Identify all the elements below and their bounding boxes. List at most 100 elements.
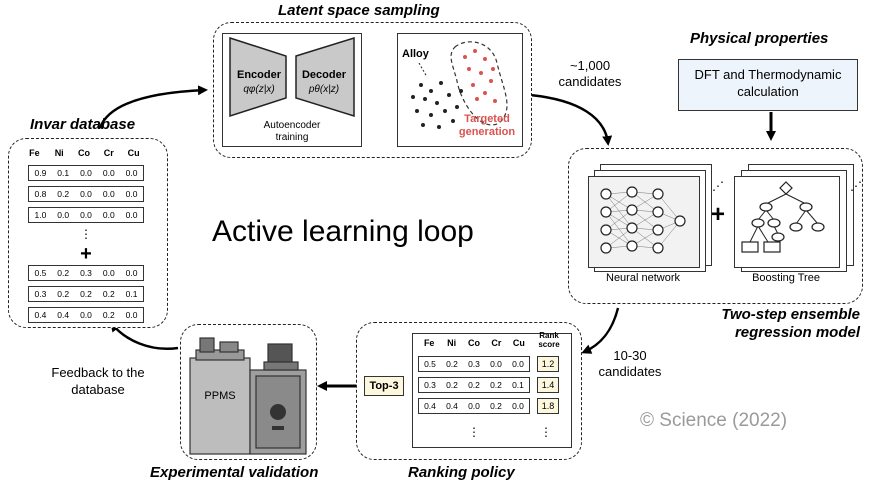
invar-top-cell: 0.0 [102, 168, 115, 178]
bt-ellipsis: ⋰ [850, 179, 862, 193]
latent-panel [213, 22, 532, 158]
invar-top-cell: 0.0 [102, 189, 115, 199]
latent-title: Latent space sampling [278, 2, 440, 19]
invar-top-cell: 0.0 [125, 168, 138, 178]
invar-bottom-cell: 0.3 [34, 289, 47, 299]
autoencoder-diagram [229, 36, 355, 118]
ranking-cell: 0.1 [512, 380, 524, 390]
invar-top-cell: 0.0 [80, 189, 92, 199]
ranking-row: 0.5 0.2 0.3 0.0 0.0 [418, 356, 530, 372]
invar-bottom-cell: 0.4 [34, 310, 47, 320]
decoder-formula: pθ(x|z) [308, 84, 340, 95]
candidates-1000-label: ~1,000 candidates [558, 58, 622, 89]
invar-top-cell: 0.8 [34, 189, 47, 199]
rank-score-cell: 1.8 [537, 398, 559, 414]
invar-top-cell: 1.0 [34, 210, 47, 220]
targeted-generation-label: Targeted generation [458, 113, 516, 138]
invar-bottom-row: 0.3 0.2 0.2 0.2 0.1 [28, 286, 144, 302]
main-title: Active learning loop [212, 215, 474, 248]
invar-bottom-cell: 0.0 [102, 268, 115, 278]
nn-ellipsis: ⋰ [712, 179, 724, 193]
ranking-col-ni: Ni [447, 338, 457, 348]
arrow-experiment-to-db [110, 321, 179, 351]
encoder-label: Encoder [236, 69, 281, 81]
feedback-label: Feedback to the database [51, 365, 145, 397]
invar-col-fe: Fe [29, 148, 40, 158]
invar-bottom-cell: 0.1 [125, 289, 138, 299]
invar-bottom-cell: 0.4 [57, 310, 70, 320]
ranking-cell: 0.0 [512, 359, 524, 369]
boosting-tree-icon [741, 181, 825, 253]
invar-top-cell: 0.2 [57, 189, 70, 199]
rank-score-cell: 1.2 [537, 356, 559, 372]
nn-label: Neural network [606, 272, 680, 284]
encoder-formula: qφ(z|x) [243, 84, 275, 95]
ranking-cell: 0.5 [424, 359, 436, 369]
latent-map-box [397, 33, 523, 147]
ranking-cell: 0.0 [512, 401, 524, 411]
ranking-cell: 0.4 [424, 401, 436, 411]
invar-bottom-cell: 0.2 [57, 289, 70, 299]
top3-box [364, 376, 404, 396]
bt-label: Boosting Tree [752, 272, 820, 284]
invar-bottom-cell: 0.0 [125, 310, 138, 320]
ensemble-plus: + [710, 201, 725, 228]
dft-text: DFT and Thermodynamic calculation [694, 67, 842, 99]
invar-bottom-cell: 0.5 [34, 268, 47, 278]
ranking-cell: 0.3 [468, 359, 480, 369]
invar-bottom-cell: 0.2 [57, 268, 70, 278]
invar-top-cell: 0.0 [80, 168, 92, 178]
arrow-ensemble-to-ranking [581, 307, 620, 354]
ranking-table-box [412, 333, 572, 448]
invar-plus: + [80, 243, 92, 265]
physical-title: Physical properties [690, 30, 829, 47]
ranking-col-cu: Cu [512, 338, 525, 348]
ranking-cell: 0.2 [446, 359, 458, 369]
arrow-latent-to-ensemble [529, 93, 613, 146]
invar-col-ni: Ni [54, 148, 64, 158]
ranking-cell: 0.2 [490, 401, 502, 411]
ppms-device [189, 337, 307, 455]
invar-panel [8, 138, 168, 328]
autoencoder-caption: Autoencoder training [263, 120, 321, 143]
invar-bottom-row: 0.5 0.2 0.3 0.0 0.0 [28, 265, 144, 281]
ranking-cell: 0.0 [468, 401, 480, 411]
invar-top-row: 0.8 0.2 0.0 0.0 0.0 [28, 186, 144, 202]
ranking-col-co: Co [468, 338, 481, 348]
arrow-db-to-latent [98, 85, 208, 129]
ranking-cell: 0.2 [468, 380, 480, 390]
copyright: © Science (2022) [640, 410, 788, 431]
ensemble-title-line1: Two-step ensemble regression model [721, 306, 860, 341]
invar-title: Invar database [30, 116, 136, 133]
autoencoder-box [222, 33, 362, 147]
rank-score-header: Rank score [538, 331, 560, 349]
invar-bottom-cell: 0.0 [80, 310, 92, 320]
invar-col-co: Co [77, 148, 90, 158]
ranking-title: Ranking policy [408, 464, 515, 481]
ranking-cell: 0.0 [490, 359, 502, 369]
invar-bottom-cell: 0.2 [102, 289, 115, 299]
invar-bottom-cell: 0.2 [80, 289, 92, 299]
score-ellipsis: ⋮ [540, 425, 552, 439]
latent-map-plot [411, 41, 508, 129]
invar-top-cell: 0.1 [57, 168, 70, 178]
ranking-cell: 0.3 [424, 380, 436, 390]
invar-top-row: 0.9 0.1 0.0 0.0 0.0 [28, 165, 144, 181]
alloy-label: Alloy [402, 48, 429, 60]
invar-top-cell: 0.9 [34, 168, 47, 178]
invar-bottom-cell: 0.0 [125, 268, 138, 278]
invar-bottom-cell: 0.3 [80, 268, 92, 278]
ranking-ellipsis: ⋮ [468, 425, 480, 439]
invar-col-cu: Cu [127, 148, 140, 158]
ranking-cell: 0.2 [446, 380, 458, 390]
invar-top-cell: 0.0 [125, 189, 138, 199]
ppms-label: PPMS [204, 390, 236, 402]
invar-bottom-row: 0.4 0.4 0.0 0.2 0.0 [28, 307, 144, 323]
invar-bottom-cell: 0.2 [102, 310, 115, 320]
top3-label: Top-3 [369, 380, 399, 392]
